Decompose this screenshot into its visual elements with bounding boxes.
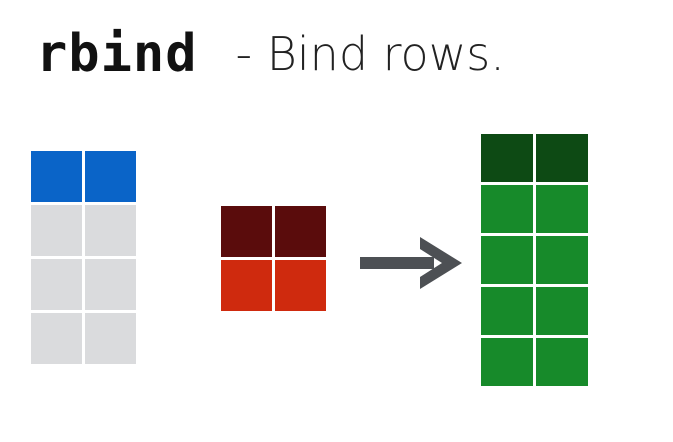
middle-table: [221, 206, 326, 311]
result-header-cell: [481, 134, 533, 182]
function-description: - Bind rows.: [235, 27, 505, 81]
left-body-cell: [85, 259, 136, 310]
left-header-cell: [85, 151, 136, 202]
left-body-cell: [31, 313, 82, 364]
right-arrow-icon: [360, 237, 462, 289]
left-body-cell: [31, 259, 82, 310]
left-body-cell: [31, 205, 82, 256]
result-body-cell: [536, 338, 588, 386]
left-body-cell: [85, 313, 136, 364]
middle-header-cell: [275, 206, 326, 257]
result-body-cell: [481, 236, 533, 284]
result-body-cell: [536, 185, 588, 233]
result-body-cell: [536, 287, 588, 335]
middle-body-cell: [221, 260, 272, 311]
middle-body-cell: [275, 260, 326, 311]
result-table: [481, 134, 588, 386]
left-table: [31, 151, 136, 364]
result-body-cell: [481, 287, 533, 335]
middle-header-cell: [221, 206, 272, 257]
left-header-cell: [31, 151, 82, 202]
result-header-cell: [536, 134, 588, 182]
function-name: rbind: [36, 24, 198, 84]
result-body-cell: [536, 236, 588, 284]
result-body-cell: [481, 338, 533, 386]
result-body-cell: [481, 185, 533, 233]
title: rbind - Bind rows.: [36, 14, 505, 94]
left-body-cell: [85, 205, 136, 256]
